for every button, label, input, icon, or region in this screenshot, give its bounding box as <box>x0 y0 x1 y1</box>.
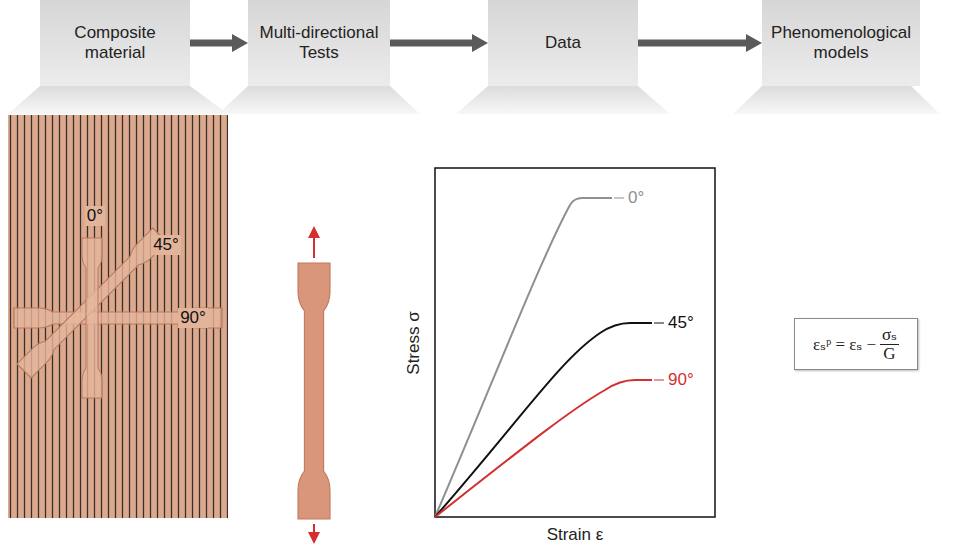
flow-arrow <box>190 34 248 52</box>
chart-frame <box>435 168 715 517</box>
curve-label: 45° <box>668 313 694 333</box>
box-text: Composite material <box>48 23 182 63</box>
process-box: Phenomenological models <box>762 0 920 86</box>
equation-text: εₛᵖ = εₛ − <box>813 334 876 355</box>
load-arrows <box>308 226 320 544</box>
axis-label: Stress σ <box>404 311 424 374</box>
test-specimen <box>298 263 330 519</box>
angle-label: 90° <box>178 308 208 328</box>
flare <box>8 86 228 114</box>
fraction: σₛG <box>880 326 899 363</box>
angle-label: 45° <box>151 235 181 255</box>
process-box: Data <box>488 0 638 86</box>
curve-label: 90° <box>668 370 694 390</box>
denominator: G <box>881 345 897 363</box>
fibre-lines <box>8 115 228 518</box>
flow-arrow <box>638 34 762 52</box>
process-box: Multi-directional Tests <box>248 0 390 86</box>
cut-specimens <box>14 228 222 398</box>
process-box: Composite material <box>40 0 190 86</box>
flare <box>733 86 940 114</box>
angle-label: 0° <box>85 206 105 226</box>
box-text: Phenomenological models <box>770 23 912 63</box>
curves <box>435 198 664 517</box>
composite-panel <box>8 115 228 518</box>
flare <box>456 86 670 114</box>
curve-label: 0° <box>628 188 644 208</box>
numerator: σₛ <box>880 326 899 345</box>
flare <box>218 86 420 114</box>
box-text: Multi-directional Tests <box>256 23 382 63</box>
axis-label: Strain ε <box>547 525 604 545</box>
equation-box: εₛᵖ = εₛ −σₛG <box>794 318 918 370</box>
flow-arrow <box>390 34 488 52</box>
box-text: Data <box>545 33 581 53</box>
